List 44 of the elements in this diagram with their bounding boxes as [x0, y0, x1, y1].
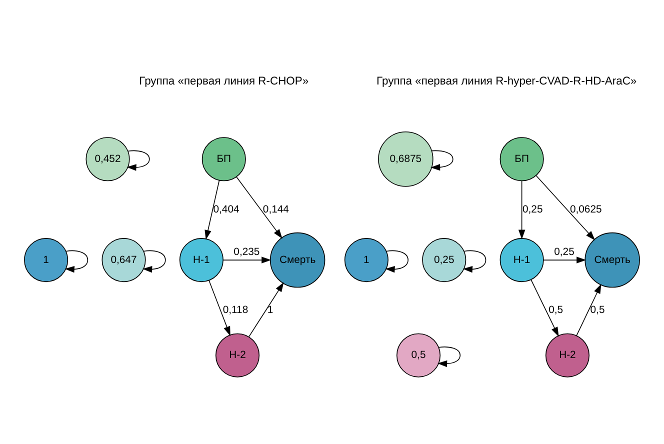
- edge-label: 0,404: [213, 204, 240, 216]
- arrow: [430, 150, 454, 171]
- arrow: [576, 284, 602, 336]
- node-circle: Н-1: [500, 238, 544, 282]
- node-circle: Н-2: [545, 333, 590, 378]
- edge-label: 0,5: [590, 305, 605, 316]
- arrow: [64, 250, 88, 273]
- node-circle: 0,452: [86, 137, 130, 182]
- arrow: [385, 250, 408, 273]
- node-circle: 1: [24, 238, 68, 282]
- arrow: [462, 250, 486, 273]
- node-circle: 0,6875: [378, 132, 434, 187]
- arrow: [518, 180, 526, 240]
- node-circle: Смерть: [270, 232, 326, 288]
- label: Группа «первая линия R-CHOP»: [139, 75, 309, 88]
- node-circle: 0,25: [422, 238, 466, 282]
- label: Группа «первая линия R-hyper-CVAD-R-HD-AraC»: [376, 75, 637, 88]
- arrow: [126, 150, 150, 171]
- arrow: [248, 282, 284, 338]
- arrow: [437, 346, 461, 368]
- edge-label: 0,25: [554, 246, 574, 258]
- node-circle: 1: [344, 238, 388, 282]
- node-circle: Н-1: [179, 238, 224, 282]
- edge-label: 0,0625: [570, 204, 602, 216]
- edge-label: 0,25: [522, 204, 543, 216]
- arrow: [142, 250, 166, 273]
- node-circle: Н-2: [215, 333, 260, 378]
- node-circle: БП: [500, 137, 544, 182]
- arrow: [536, 175, 596, 240]
- arrow: [222, 256, 272, 264]
- node-circle: Смерть: [584, 232, 640, 288]
- edge-label: 0,144: [262, 204, 289, 216]
- node-circle: БП: [202, 137, 246, 182]
- arrow: [543, 256, 586, 264]
- arrow: [236, 176, 282, 239]
- edge-label: 0,5: [548, 305, 564, 316]
- node-circle: 0,5: [396, 333, 441, 378]
- arrow: [204, 180, 220, 240]
- arrow: [530, 279, 559, 337]
- edge-label: 1: [267, 305, 274, 316]
- arrow: [208, 280, 230, 336]
- edge-label: 0,118: [222, 305, 248, 316]
- node-circle: 0,647: [102, 238, 146, 282]
- edge-label: 0,235: [234, 246, 260, 258]
